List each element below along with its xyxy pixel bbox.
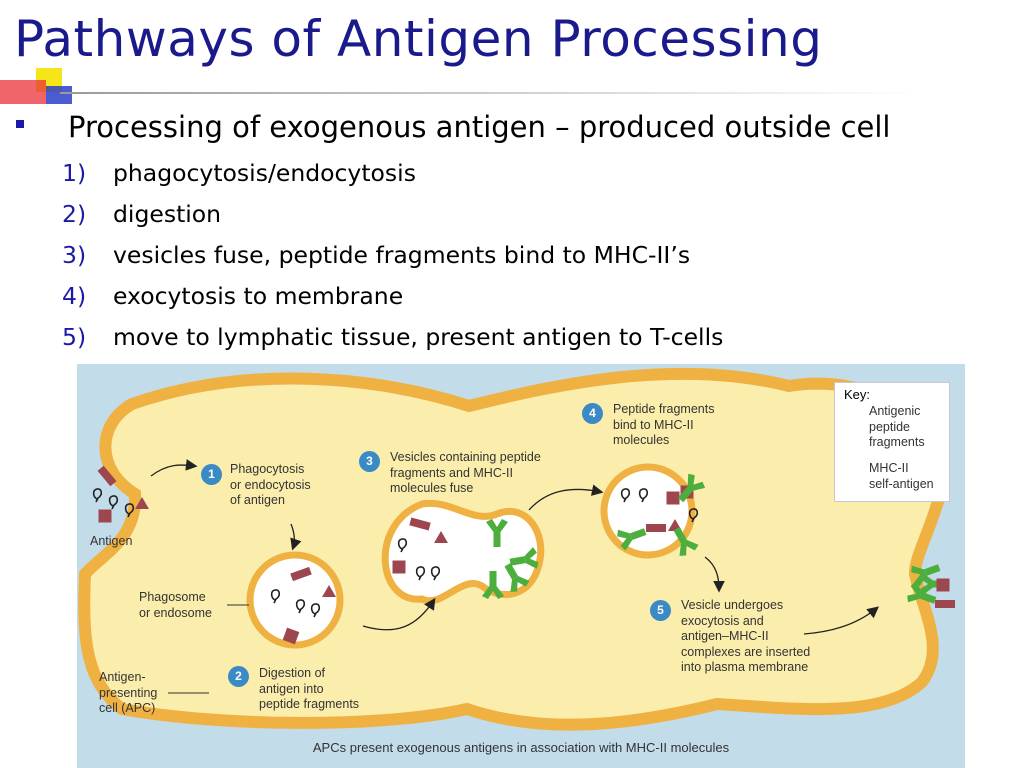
figure-key: Key: Antigenic peptide fragments MHC-II …	[834, 382, 950, 502]
step-label: Digestion of antigen into peptide fragme…	[259, 666, 360, 711]
step-number: 3)	[62, 241, 87, 269]
step-badge: 2	[228, 666, 249, 687]
antigen-squiggle	[108, 495, 119, 510]
step-label: Peptide fragments bind to MHC-II molecul…	[613, 402, 715, 447]
antigen-peptide-shape	[98, 509, 112, 523]
key-title: Key:	[844, 387, 871, 402]
membrane-peptide	[935, 600, 955, 608]
step-list: 1) phagocytosis/endocytosis 2) digestion 3…	[62, 156, 723, 361]
step-item: 4) exocytosis to membrane	[62, 279, 723, 320]
antigen-processing-figure: Antigen Phagosome or endosome Antigen- p…	[77, 364, 965, 768]
arrow-5	[704, 556, 725, 593]
label-phagosome: Phagosome or endosome	[139, 590, 212, 620]
step-number: 1)	[62, 159, 87, 187]
slide-title: Pathways of Antigen Processing	[14, 10, 823, 68]
step-number: 4)	[62, 282, 87, 310]
step-badge: 3	[359, 451, 380, 472]
phagosome-vesicle	[246, 551, 344, 649]
step-badge: 4	[582, 403, 603, 424]
step-item: 2) digestion	[62, 197, 723, 238]
title-decoration	[0, 68, 920, 104]
key-mhc-label: MHC-II self-antigen	[869, 461, 934, 491]
peptide-shape	[666, 491, 680, 505]
step-text: phagocytosis/endocytosis	[113, 159, 416, 187]
step-item: 1) phagocytosis/endocytosis	[62, 156, 723, 197]
key-antigenic-label: Antigenic peptide fragments	[869, 404, 925, 449]
step-badge: 1	[201, 464, 222, 485]
step-number: 2)	[62, 200, 87, 228]
arrow-1	[150, 459, 198, 477]
step-label: Vesicle undergoes exocytosis and antigen…	[681, 598, 811, 674]
arrow-4	[528, 484, 604, 511]
step-badge: 5	[650, 600, 671, 621]
antigen-squiggle	[92, 488, 103, 503]
step-label: Phagocytosis or endocytosis of antigen	[230, 462, 311, 507]
step-text: exocytosis to membrane	[113, 282, 404, 310]
step-text: vesicles fuse, peptide fragments bind to…	[113, 241, 691, 269]
membrane-peptide	[936, 578, 950, 592]
step-label: Vesicles containing peptide fragments an…	[390, 450, 541, 495]
bullet-marker	[16, 120, 24, 128]
step-text: move to lymphatic tissue, present antige…	[113, 323, 724, 351]
peptide-shape	[392, 560, 406, 574]
arrow-6	[803, 606, 880, 635]
mhc-vesicle	[600, 463, 696, 559]
step-text: digestion	[113, 200, 222, 228]
figure-caption: APCs present exogenous antigens in assoc…	[312, 740, 730, 755]
step-item: 3) vesicles fuse, peptide fragments bind …	[62, 238, 723, 279]
arrow-2	[290, 523, 302, 551]
step-item: 5) move to lymphatic tissue, present anti…	[62, 320, 723, 361]
main-bullet-text: Processing of exogenous antigen – produc…	[68, 110, 891, 144]
peptide-shape	[646, 524, 666, 532]
figure-illustration	[78, 367, 955, 731]
step-number: 5)	[62, 323, 87, 351]
label-antigen: Antigen	[90, 534, 133, 548]
label-apc: Antigen- presenting cell (APC)	[99, 670, 158, 715]
arrow-3	[362, 597, 436, 631]
fusing-vesicles	[381, 499, 545, 605]
